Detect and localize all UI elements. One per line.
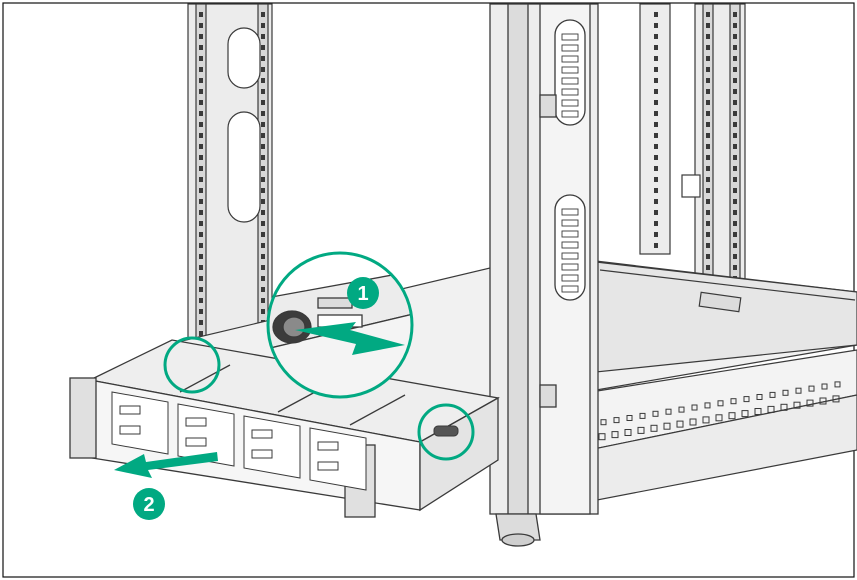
- drive-bays: [111, 391, 367, 491]
- step-1-badge: 1: [347, 277, 379, 309]
- zoom-callout-ring: [266, 251, 414, 399]
- step-1-label: 1: [357, 283, 368, 305]
- rear-left-rack-post: [187, 3, 273, 365]
- latch-detail-right: [433, 425, 459, 437]
- release-latch-highlight-right: [417, 403, 475, 461]
- push-arrow: [295, 322, 405, 355]
- post-slot-rungs: [561, 33, 579, 293]
- rack-post-holes-right: [654, 12, 737, 292]
- step-2-badge: 2: [133, 488, 165, 520]
- step-2-label: 2: [143, 494, 154, 516]
- release-latch-highlight-left: [163, 336, 221, 394]
- front-right-rack-post: [489, 3, 599, 547]
- zoom-callout: [266, 251, 414, 399]
- rail-square-holes: [559, 381, 841, 447]
- pull-arrow: [114, 452, 218, 478]
